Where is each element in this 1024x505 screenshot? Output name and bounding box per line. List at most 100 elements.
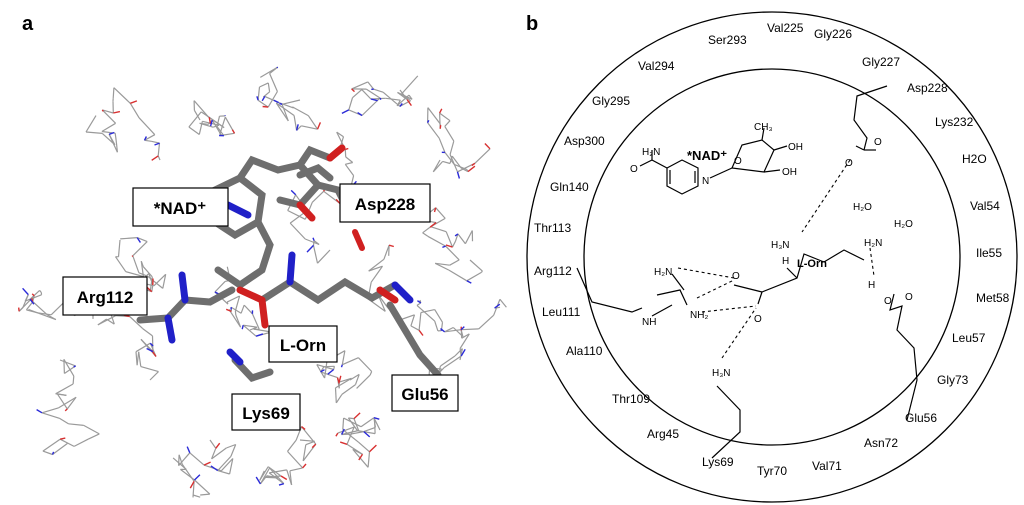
wire-bond [101,122,116,133]
asp-o: O [845,158,853,169]
wire-bond [370,265,383,283]
wire-atom-bond [341,109,350,115]
wire-bond [85,131,103,134]
wire-atom-bond [208,117,212,124]
wire-atom-bond [379,97,382,100]
side-amine: H₂N [864,238,882,249]
wire-atom-bond [231,129,236,134]
wire-bond [216,116,221,127]
wire-bond [383,244,390,260]
outer-circle [526,11,1018,503]
wire-bond [317,249,331,264]
residue-label: Asn72 [864,436,898,450]
wire-atom-bond [255,476,261,485]
wire-atom-bond [136,237,141,243]
wire-bond [189,452,205,466]
wire-bond [113,87,131,104]
wire-bond [357,357,373,372]
wire-atom-bond [335,432,339,437]
wire-atom-bond [460,348,466,357]
svg-text:L-Orn: L-Orn [280,336,326,355]
wire-bond [138,351,142,367]
wire-atom-bond [306,244,315,253]
wire-bond [59,438,75,447]
wire-bond [334,387,337,403]
wire-bond [451,241,456,248]
wire-bond [63,358,75,377]
wire-bond [257,86,261,101]
wire-bond [58,396,77,409]
wire-bond [478,314,495,330]
panel-a-structure: a [18,13,507,498]
residue-label: Val71 [812,459,842,473]
lys-amine: H₃N [712,368,731,379]
wire-bond [240,304,245,314]
wire-bond [299,439,315,442]
wire-bond [444,126,455,142]
wire-atom-bond [467,165,476,173]
wire-bond [348,97,354,111]
residue-label: Leu111 [542,305,581,319]
arg-h2n: H₂N [654,267,672,278]
wire-bond [435,207,446,219]
arg-nh: NH [642,317,656,328]
wire-bond [125,271,144,278]
wire-bond [257,99,269,108]
wire-bond [365,88,381,99]
wire-bond [59,359,76,367]
wire-bond [343,417,362,428]
wire-bond [339,377,352,383]
wire-bond [357,430,376,435]
wireframe-residues [18,66,507,498]
wire-bond [120,237,138,240]
residue-label: Gly226 [814,27,852,41]
wire-bond [316,364,334,371]
residue-label: Gly227 [862,55,900,69]
wire-bond [85,115,97,133]
residue-label: Thr109 [612,392,650,406]
wire-bond [370,97,386,100]
residue-label: Asp228 [907,81,948,95]
wire-bond [435,262,450,266]
wire-bond [439,112,451,122]
wire-bond [129,316,144,330]
wire-bond [342,418,345,430]
wire-atom-bond [438,108,443,114]
svg-text:Asp228: Asp228 [355,195,415,214]
residue-label: Glu56 [905,411,937,425]
wire-bond [335,377,352,389]
wire-atom-bond [302,463,307,469]
wire-bond [373,88,384,93]
wire-atom-bond [31,293,35,297]
wire-atom-bond [131,255,134,257]
wire-bond [188,126,200,135]
wire-bond [140,338,154,353]
wire-bond [138,117,156,136]
wire-bond [24,294,29,302]
inner-circle [583,68,961,446]
wire-bond [382,91,401,107]
wire-bond [180,468,195,481]
wire-bond [87,433,100,440]
wire-bond [226,443,236,449]
wire-bond [114,133,117,143]
wire-atom-bond [215,442,221,449]
wire-atom-bond [494,303,501,309]
wire-atom-bond [51,451,55,455]
wire-atom-bond [209,119,213,127]
amide-o: O [630,164,638,175]
wire-bond [57,393,67,396]
wire-bond [444,329,462,333]
wire-atom-bond [279,102,283,105]
wire-bond [287,209,306,220]
residue-label: Ile55 [976,246,1002,260]
wire-bond [68,423,84,426]
wire-bond [73,438,89,447]
alpha-amine: H₃N [771,240,790,251]
residue-label: Leu57 [952,331,986,345]
wire-atom-bond [312,237,315,241]
wire-atom-bond [276,66,279,69]
svg-text:Arg112: Arg112 [77,288,134,307]
wire-bond [102,109,114,114]
